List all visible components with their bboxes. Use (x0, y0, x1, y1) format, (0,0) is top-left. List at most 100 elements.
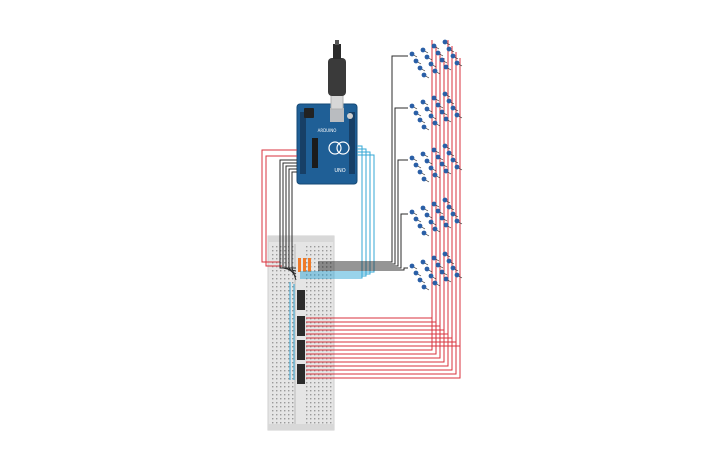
infinity-logo-icon (328, 141, 342, 155)
led-icon (450, 157, 456, 163)
led-icon (431, 201, 437, 207)
led-icon (428, 165, 434, 171)
led-icon (417, 223, 423, 229)
led-icon (431, 255, 437, 261)
board-label: UNO (334, 168, 345, 174)
wire-blue-0 (300, 145, 363, 279)
usb-port (330, 108, 344, 122)
led-icon (420, 259, 426, 265)
led-icon (424, 158, 430, 164)
wire-red-column-14 (306, 52, 457, 375)
led-icon (420, 151, 426, 157)
led-icon (428, 273, 434, 279)
led-icon (435, 154, 441, 160)
led-icon (409, 263, 415, 269)
led-icon (417, 277, 423, 283)
shift-register-2 (297, 316, 305, 336)
led-icon (432, 226, 438, 232)
arduino-board: UNO ARDUINO (296, 103, 358, 185)
led-icon (442, 197, 448, 203)
led-icon (431, 43, 437, 49)
led-icon (428, 219, 434, 225)
led-icon (435, 262, 441, 268)
shift-register-4 (297, 364, 305, 384)
led-icon (432, 172, 438, 178)
led-icon (432, 120, 438, 126)
led-icon (443, 64, 449, 70)
led-layer-4 (409, 197, 463, 237)
led-icon (454, 218, 460, 224)
led-icon (421, 176, 427, 182)
wire-black-3 (288, 168, 297, 278)
led-icon (443, 276, 449, 282)
wire-red-column-11 (306, 58, 445, 363)
led-icon (435, 50, 441, 56)
led-icon (450, 211, 456, 217)
wire-black-0 (279, 159, 297, 269)
led-icon (409, 103, 415, 109)
led-icon (428, 113, 434, 119)
led-icon (442, 39, 448, 45)
wire-blue-1 (300, 148, 367, 277)
led-icon (420, 47, 426, 53)
wire-layer-3 (318, 213, 408, 269)
led-icon (428, 61, 434, 67)
led-icon (424, 266, 430, 272)
led-icon (454, 272, 460, 278)
led-icon (413, 162, 419, 168)
led-icon (417, 169, 423, 175)
led-icon (439, 109, 445, 115)
led-icon (442, 143, 448, 149)
wire-black-1 (282, 162, 297, 272)
led-icon (439, 269, 445, 275)
led-icon (454, 112, 460, 118)
led-layer-3 (409, 143, 463, 183)
led-icon (435, 102, 441, 108)
board-brand: ARDUINO (318, 128, 337, 133)
led-icon (446, 46, 452, 52)
led-icon (420, 205, 426, 211)
led-icon (417, 117, 423, 123)
wire-red-left-2 (265, 155, 297, 267)
led-icon (439, 161, 445, 167)
wire-red-column-12 (306, 40, 449, 367)
led-layer-5 (409, 251, 463, 291)
wire-layer-0 (318, 55, 408, 263)
shift-register-3 (297, 340, 305, 360)
led-icon (439, 57, 445, 63)
wire-layer-4 (318, 267, 408, 271)
breadboard-holes (272, 246, 332, 424)
wire-blue-2 (300, 151, 371, 275)
led-icon (446, 150, 452, 156)
led-icon (421, 124, 427, 130)
led-icon (420, 99, 426, 105)
wire-red-column-15 (306, 58, 461, 379)
led-icon (421, 230, 427, 236)
led-icon (413, 110, 419, 116)
led-icon (442, 91, 448, 97)
wire-red-column-9 (306, 46, 437, 355)
usb-cable (328, 40, 346, 110)
led-icon (421, 284, 427, 290)
led-icon (442, 251, 448, 257)
led-icon (431, 95, 437, 101)
resistors (298, 258, 311, 272)
led-icon (446, 258, 452, 264)
wire-red-column-13 (306, 46, 453, 371)
led-icon (409, 209, 415, 215)
wires (261, 40, 461, 380)
wire-layer-1 (318, 107, 408, 265)
led-icon (431, 147, 437, 153)
led-icon (413, 216, 419, 222)
led-icon (454, 60, 460, 66)
led-icon (443, 116, 449, 122)
led-icon (417, 65, 423, 71)
led-layer-2 (409, 91, 463, 131)
wire-red-left (261, 149, 297, 263)
shift-register-1 (297, 290, 305, 310)
shift-registers (297, 290, 305, 384)
wire-red-column-8 (306, 40, 433, 351)
led-icon (421, 72, 427, 78)
